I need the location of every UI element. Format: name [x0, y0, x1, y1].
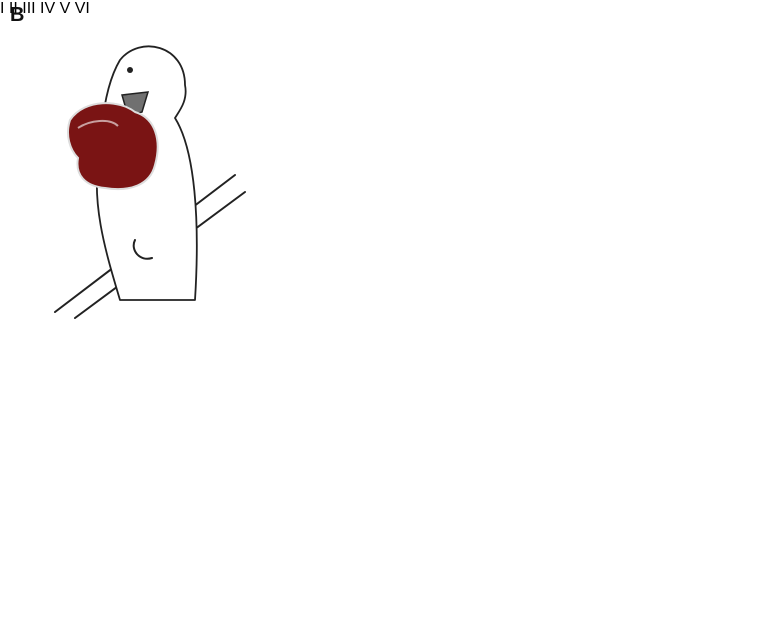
panel-4-label: IV [40, 0, 56, 17]
panel-6-label: VI [74, 0, 90, 17]
panel-3-label: III [22, 0, 36, 17]
panel-2-label: II [8, 0, 18, 17]
panel-1-label: I [0, 0, 5, 17]
figure-panel-letter: B [10, 4, 25, 26]
panel-5-label: V [59, 0, 71, 17]
panel-1-drawing [54, 45, 246, 319]
